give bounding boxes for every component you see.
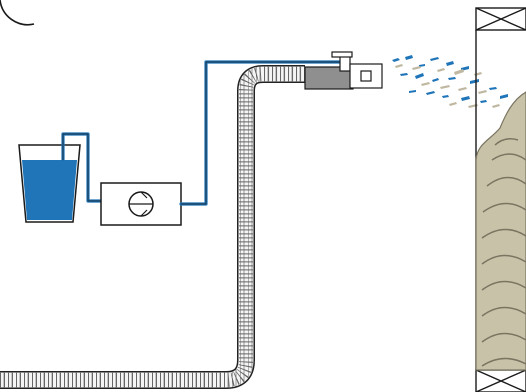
wall-cavity xyxy=(475,7,526,392)
insulation-hose xyxy=(0,65,305,389)
corner-circle xyxy=(0,0,35,26)
spray-nozzle xyxy=(304,51,383,90)
water-container xyxy=(18,144,81,223)
spray-particles xyxy=(392,55,508,108)
fill-insulation xyxy=(475,91,526,371)
pump xyxy=(100,182,182,226)
